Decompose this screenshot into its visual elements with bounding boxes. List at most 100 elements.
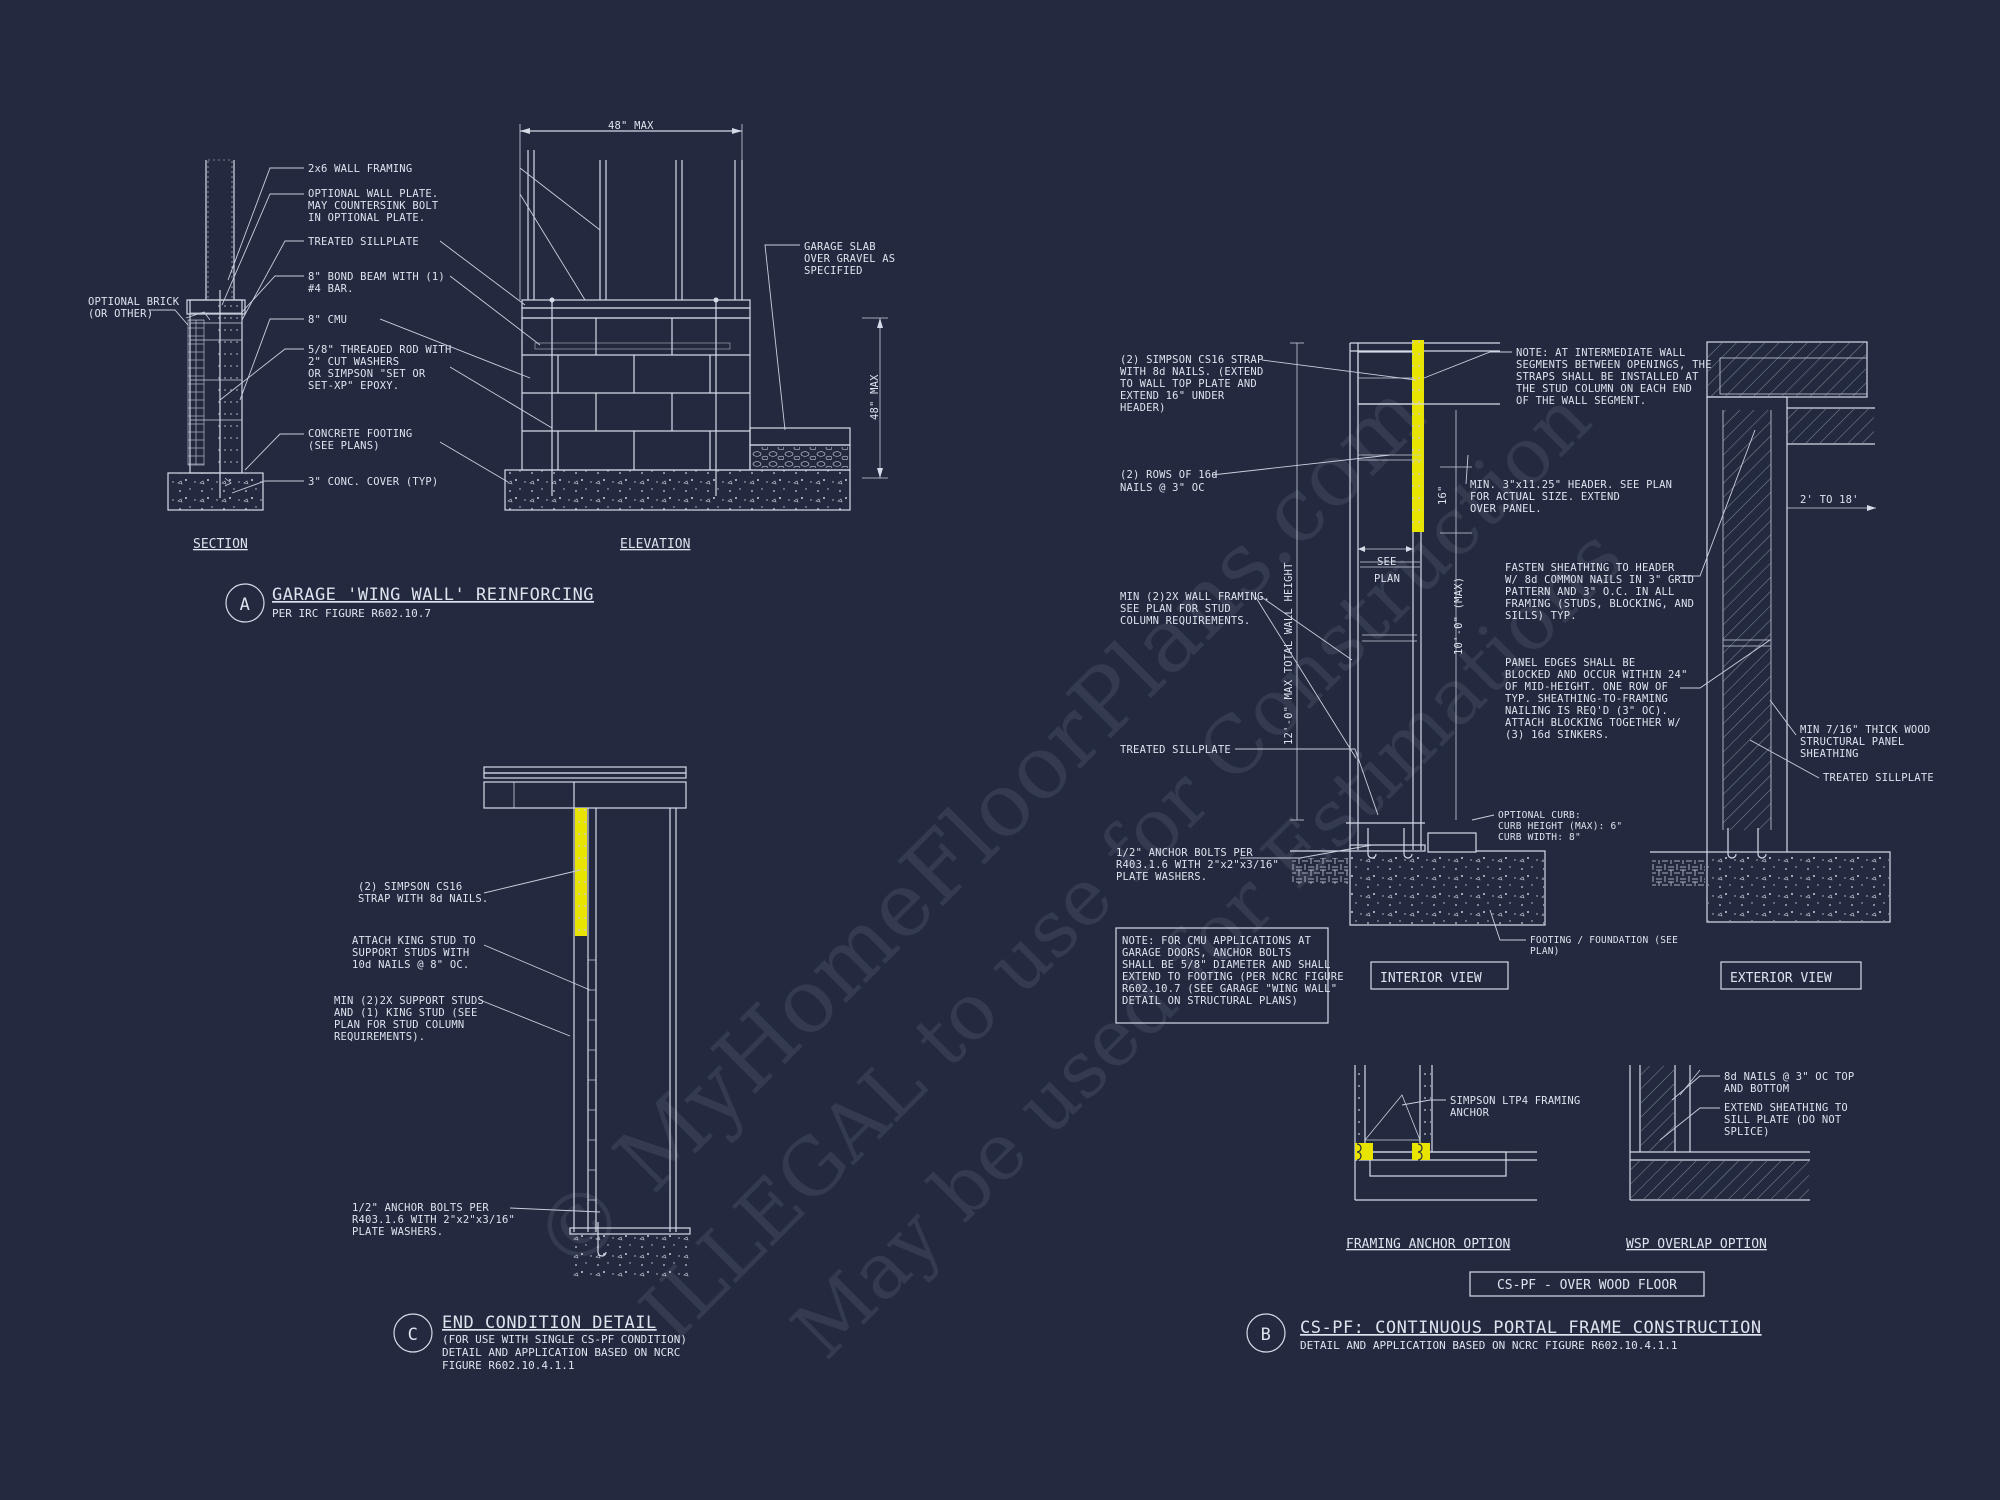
b-sheathing-2: STRUCTURAL PANEL xyxy=(1800,736,1904,748)
detail-a-marker-circle xyxy=(225,583,265,623)
b-header-3: OVER PANEL. xyxy=(1470,503,1542,515)
c-support-2: AND (1) KING STUD (SEE xyxy=(334,1007,477,1019)
b-panel-7: (3) 16d SINKERS. xyxy=(1505,729,1609,741)
cs-pf-label: CS-PF - OVER WOOD FLOOR xyxy=(1497,1278,1677,1293)
c-support-4: REQUIREMENTS). xyxy=(334,1031,425,1043)
label-sillplate: TREATED SILLPLATE xyxy=(308,236,419,248)
b-cmu-note-4: EXTEND TO FOOTING (PER NCRC FIGURE xyxy=(1122,971,1344,983)
b-sheathing-3: SHEATHING xyxy=(1800,748,1859,760)
b-min-framing-3: COLUMN REQUIREMENTS. xyxy=(1120,615,1250,627)
b-rows-1: (2) ROWS OF 16d xyxy=(1120,469,1218,481)
b-intermediate-2: SEGMENTS BETWEEN OPENINGS, THE xyxy=(1516,359,1712,371)
label-wall-plate-2: MAY COUNTERSINK BOLT xyxy=(308,200,439,212)
b-fasten-2: W/ 8d COMMON NAILS IN 3" GRID xyxy=(1505,574,1694,586)
detail-b-title: CS-PF: CONTINUOUS PORTAL FRAME CONSTRUCT… xyxy=(1300,1318,1762,1338)
label-wall-plate-3: IN OPTIONAL PLATE. xyxy=(308,212,425,224)
label-bond-beam-2: #4 BAR. xyxy=(308,283,354,295)
detail-a-labels: 48" MAX 48" MAX 2x6 WALL FRAMING OPTIONA… xyxy=(88,120,895,623)
c-support-3: PLAN FOR STUD COLUMN xyxy=(334,1019,464,1031)
b-extend-2: SILL PLATE (DO NOT xyxy=(1724,1114,1842,1126)
label-wall-plate-1: OPTIONAL WALL PLATE. xyxy=(308,188,438,200)
detail-c-labels: (2) SIMPSON CS16 STRAP WITH 8d NAILS. AT… xyxy=(334,869,687,1372)
dim-top-48: 48" MAX xyxy=(608,120,654,132)
b-sillplate2: TREATED SILLPLATE xyxy=(1823,772,1934,784)
c-anchor-1: 1/2" ANCHOR BOLTS PER xyxy=(352,1202,489,1214)
c-anchor-3: PLATE WASHERS. xyxy=(352,1226,443,1238)
b-intermediate-5: OF THE WALL SEGMENT. xyxy=(1516,395,1646,407)
detail-b-marker-circle xyxy=(1246,1313,1286,1353)
b-nails8d-2: AND BOTTOM xyxy=(1724,1083,1789,1095)
b-dim-total: 12'-0" MAX TOTAL WALL HEIGHT xyxy=(1283,562,1295,745)
label-cover: 3" CONC. COVER (TYP) xyxy=(308,476,438,488)
detail-c-subtitle-3: FIGURE R602.10.4.1.1 xyxy=(442,1359,574,1372)
detail-b-marker: B xyxy=(1261,1325,1272,1345)
b-intermediate-4: THE STUD COLUMN ON EACH END xyxy=(1516,383,1692,395)
b-panel-2: BLOCKED AND OCCUR WITHIN 24" xyxy=(1505,669,1688,681)
leaders-a xyxy=(150,167,800,494)
c-strap-2: STRAP WITH 8d NAILS. xyxy=(358,893,488,905)
cmu-note-box xyxy=(1115,927,1329,1024)
b-2-to-18: 2' TO 18' xyxy=(1800,494,1859,506)
b-panel-6: ATTACH BLOCKING TOGETHER W/ xyxy=(1505,717,1681,729)
b-extend-1: EXTEND SHEATHING TO xyxy=(1724,1102,1848,1114)
b-intermediate-3: STRAPS SHALL BE INSTALLED AT xyxy=(1516,371,1699,383)
b-min-framing-1: MIN (2)2X WALL FRAMING. xyxy=(1120,591,1270,603)
b-strap-3: TO WALL TOP PLATE AND xyxy=(1120,378,1257,390)
detail-a-title: GARAGE 'WING WALL' REINFORCING xyxy=(272,585,594,605)
b-ltp4-2: ANCHOR xyxy=(1450,1107,1490,1119)
b-curb-2: CURB HEIGHT (MAX): 6" xyxy=(1498,821,1622,832)
detail-c-marker: C xyxy=(408,1325,419,1345)
c-king-2: SUPPORT STUDS WITH xyxy=(352,947,469,959)
cs-pf-box xyxy=(1469,1271,1705,1297)
b-footing-1: FOOTING / FOUNDATION (SEE xyxy=(1530,935,1678,946)
b-strap-1: (2) SIMPSON CS16 STRAP xyxy=(1120,354,1263,366)
detail-a-marker: A xyxy=(240,595,251,615)
detail-b-subtitle: DETAIL AND APPLICATION BASED ON NCRC FIG… xyxy=(1300,1339,1678,1352)
detail-b-options-labels: SIMPSON LTP4 FRAMING ANCHOR 8d NAILS @ 3… xyxy=(1246,1071,1854,1353)
wsp-overlap-option: WSP OVERLAP OPTION xyxy=(1626,1237,1767,1252)
b-intermediate-1: NOTE: AT INTERMEDIATE WALL xyxy=(1516,347,1686,359)
b-header-1: MIN. 3"x11.25" HEADER. SEE PLAN xyxy=(1470,479,1672,491)
b-extend-3: SPLICE) xyxy=(1724,1126,1770,1138)
detail-c-drawing xyxy=(483,766,691,1278)
b-footing-2: PLAN) xyxy=(1530,946,1560,957)
b-cmu-note-3: SHALL BE 5/8" DIAMETER AND SHALL xyxy=(1122,959,1331,971)
exterior-view-box xyxy=(1720,961,1862,990)
detail-c-marker-circle xyxy=(393,1313,433,1353)
b-see-plan-2: PLAN xyxy=(1374,573,1400,585)
detail-b-exterior-drawing xyxy=(1650,341,1891,923)
b-nails8d-1: 8d NAILS @ 3" OC TOP xyxy=(1724,1071,1854,1083)
b-fasten-4: FRAMING (STUDS, BLOCKING, AND xyxy=(1505,598,1694,610)
label-cmu: 8" CMU xyxy=(308,314,347,326)
label-wall-framing: 2x6 WALL FRAMING xyxy=(308,163,412,175)
label-footing-2: (SEE PLANS) xyxy=(308,440,380,452)
b-panel-4: TYP. SHEATHING-TO-FRAMING xyxy=(1505,693,1668,705)
b-panel-5: NAILING IS REQ'D (3" OC). xyxy=(1505,705,1668,717)
label-rod-4: SET-XP" EPOXY. xyxy=(308,380,399,392)
b-strap-5: HEADER) xyxy=(1120,402,1166,414)
label-rod-1: 5/8" THREADED ROD WITH xyxy=(308,344,451,356)
b-sillplate: TREATED SILLPLATE xyxy=(1120,744,1231,756)
label-brick-1: OPTIONAL BRICK xyxy=(88,296,180,308)
b-anchor-1: 1/2" ANCHOR BOLTS PER xyxy=(1116,847,1253,859)
elevation-label: ELEVATION xyxy=(620,537,690,552)
b-header-2: FOR ACTUAL SIZE. EXTEND xyxy=(1470,491,1620,503)
label-slab-3: SPECIFIED xyxy=(804,265,863,277)
detail-a-subtitle: PER IRC FIGURE R602.10.7 xyxy=(272,607,431,620)
detail-b-options-drawing xyxy=(1354,1065,1810,1201)
dim-right-48: 48" MAX xyxy=(869,374,881,420)
b-sheathing-1: MIN 7/16" THICK WOOD xyxy=(1800,724,1930,736)
label-brick-2: (OR OTHER) xyxy=(88,308,153,320)
interior-view-label: INTERIOR VIEW xyxy=(1380,971,1482,986)
b-strap-2: WITH 8d NAILS. (EXTEND xyxy=(1120,366,1263,378)
detail-b-exterior-labels: 2' TO 18' MIN 7/16" THICK WOOD STRUCTURA… xyxy=(1680,429,1934,990)
detail-c-subtitle-2: DETAIL AND APPLICATION BASED ON NCRC xyxy=(442,1346,680,1359)
leaders-b-interior xyxy=(1211,351,1526,941)
section-label: SECTION xyxy=(193,537,248,552)
b-dim-max10: 10'-0" (MAX) xyxy=(1453,577,1465,655)
c-support-1: MIN (2)2X SUPPORT STUDS xyxy=(334,995,484,1007)
b-rows-2: NAILS @ 3" OC xyxy=(1120,482,1205,494)
b-cmu-note-2: GARAGE DOORS, ANCHOR BOLTS xyxy=(1122,947,1292,959)
b-panel-3: OF MID-HEIGHT. ONE ROW OF xyxy=(1505,681,1668,693)
